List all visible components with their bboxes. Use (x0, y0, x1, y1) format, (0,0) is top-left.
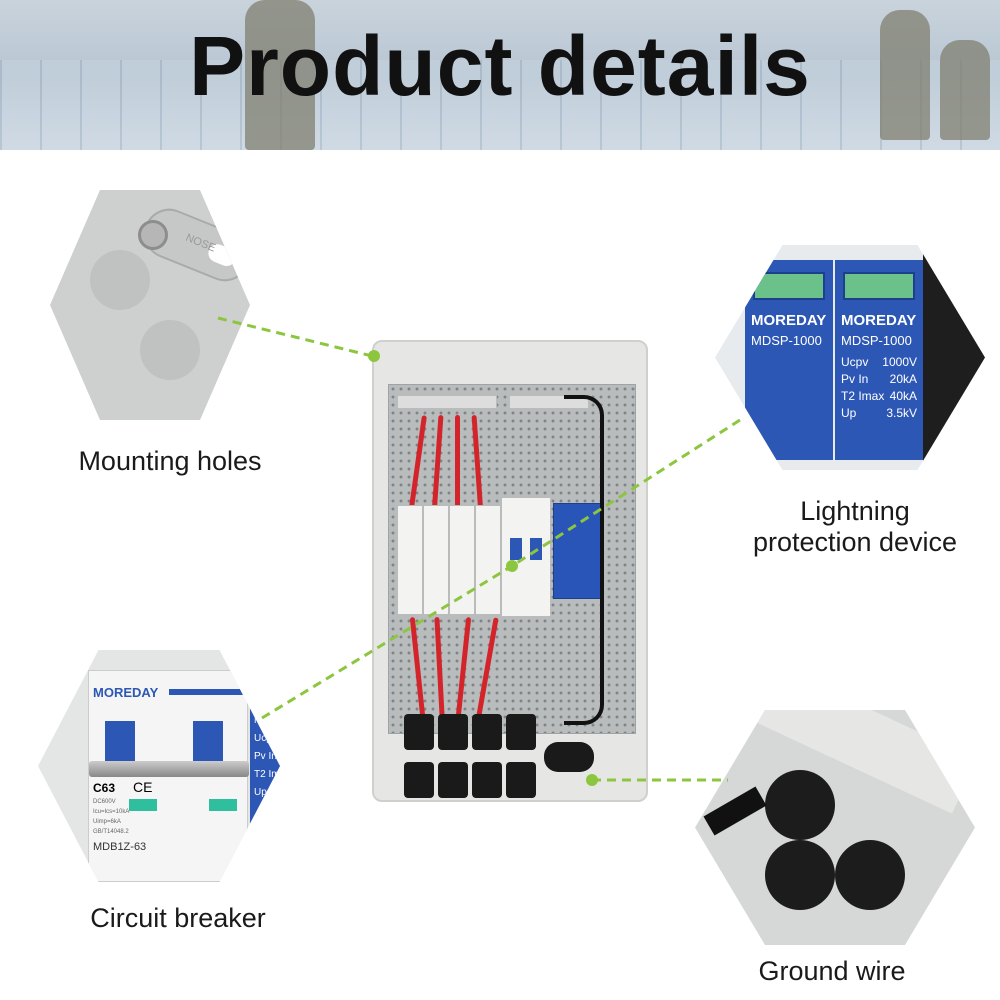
combiner-box (372, 340, 648, 802)
cable-gland (472, 762, 502, 798)
cable-gland (506, 714, 536, 750)
fuse-holder (475, 505, 501, 615)
spd-spec-text: 3.5kV (886, 406, 917, 420)
ground-gland (544, 742, 594, 772)
breaker-spec: Uimp=6kA (93, 819, 121, 825)
cable-gland (438, 714, 468, 750)
spd-spec-row: Up 3.5kV (841, 405, 917, 422)
spd-spec-row: Pv In 20kA (841, 371, 917, 388)
spd-module: MOREDAY MDSP-1000 Ucpv 1000V Pv In 20kA T2 I… (835, 260, 923, 460)
header-banner: Product details (0, 0, 1000, 150)
spd-module: MOREDAY MDSP-1000 (745, 260, 833, 460)
spd-spec-text: 20kA (889, 372, 917, 386)
circuit-breaker (501, 497, 551, 617)
cable-gland (472, 714, 502, 750)
label-circuit-breaker: Circuit breaker (90, 903, 266, 933)
label-ground-wire: Ground wire (758, 956, 906, 986)
spd-side-text: Ucpv (254, 733, 277, 744)
spd-spec-text: 1000V (882, 355, 917, 369)
label-lightning-protection: Lightning protection device (752, 496, 958, 557)
breaker-spec: Icu=Ics=10kA (93, 809, 130, 815)
breaker-rating: C63 (93, 781, 116, 795)
breaker-model: MDB1Z-63 (93, 841, 147, 853)
breaker-brand: MOREDAY (93, 685, 159, 700)
screw-icon (138, 220, 168, 250)
cable-gland (506, 762, 536, 798)
breaker-spec: GB/T14048.2 (93, 829, 129, 835)
label-mounting-holes: Mounting holes (78, 446, 262, 476)
spd-model: MDSP-1000 (841, 333, 912, 348)
spd-spec-row: T2 Imax 40kA (841, 388, 917, 405)
anchor-dot (506, 560, 518, 572)
ground-wire-inset (695, 710, 975, 945)
breaker-spec: DC600V (93, 799, 116, 805)
spd-spec-text: Ucpv (841, 355, 869, 369)
leader-lightning (511, 418, 741, 568)
leader-breaker (261, 564, 513, 720)
cable-gland (765, 770, 835, 840)
fuse-holder (397, 505, 423, 615)
cable-gland (765, 840, 835, 910)
cable-gland (835, 840, 905, 910)
spd-spec-text: T2 Imax (841, 389, 885, 403)
anchor-dot (586, 774, 598, 786)
fuse-holder (423, 505, 449, 615)
page-title: Product details (189, 19, 811, 113)
cable-gland (438, 762, 468, 798)
spd-side-text: Up (254, 787, 267, 798)
spd-spec-text: 40kA (889, 389, 917, 403)
leader-mounting (217, 316, 373, 358)
surge-protector (553, 503, 601, 599)
cable-gland (404, 714, 434, 750)
circuit-breaker-inset: MOREDAY C63 CE DC600V Icu=Ics=10kA Uimp=6k… (38, 650, 280, 882)
anchor-dot (368, 350, 380, 362)
spd-side-text: T2 Ima (254, 769, 280, 780)
spd-side-text: Pv In (254, 751, 277, 762)
spd-spec-row: Ucpv 1000V (841, 354, 917, 371)
cable-gland (404, 762, 434, 798)
spd-spec-text: Up (841, 406, 857, 420)
mounting-plate (388, 384, 636, 734)
ce-mark: CE (133, 779, 153, 795)
spd-spec-text: Pv In (841, 372, 869, 386)
spd-brand: MOREDAY (841, 312, 917, 329)
